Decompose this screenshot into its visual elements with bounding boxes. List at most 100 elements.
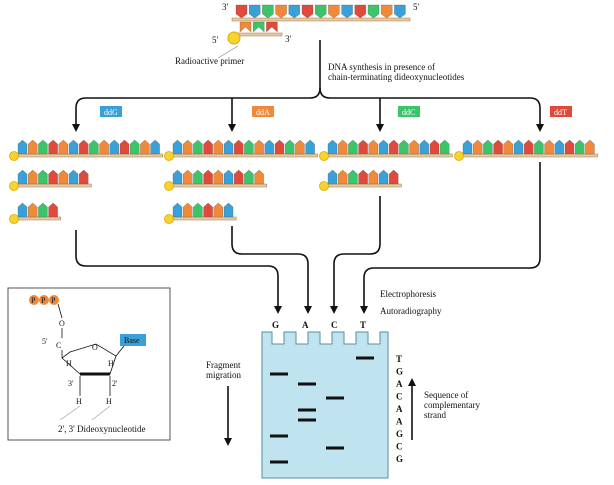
radioactive-star-icon bbox=[164, 151, 174, 161]
inset-ring-o-label: O bbox=[92, 343, 98, 352]
gel-band bbox=[270, 434, 288, 438]
sequence-label-line1: Sequence of bbox=[424, 390, 468, 400]
fragment-strand bbox=[319, 139, 453, 161]
reaction-label-ddt: ddT bbox=[550, 106, 572, 117]
gel-band bbox=[270, 372, 288, 376]
template-base bbox=[394, 4, 406, 19]
fragment-groups bbox=[9, 139, 598, 224]
inset-o-label: O bbox=[59, 319, 65, 328]
svg-text:ddA: ddA bbox=[256, 108, 270, 117]
dideoxynucleotide-inset: P P P O 5' C O Base H H 3' 2' H H 2', 3'… bbox=[7, 287, 171, 441]
primer-label: Radioactive primer bbox=[175, 56, 244, 66]
radioactive-star-icon bbox=[9, 151, 19, 161]
sequence-letter: C bbox=[396, 442, 403, 452]
template-base bbox=[354, 4, 366, 19]
template-base bbox=[367, 4, 380, 19]
lane-label-c: C bbox=[331, 320, 338, 330]
sequence-letter: G bbox=[396, 454, 403, 464]
autoradiography-label: Autoradiography bbox=[380, 306, 442, 316]
svg-text:ddT: ddT bbox=[554, 108, 567, 117]
svg-text:P: P bbox=[51, 296, 56, 305]
sequence-letter: A bbox=[396, 404, 403, 414]
svg-text:P: P bbox=[31, 296, 36, 305]
fragment-strand bbox=[9, 169, 92, 191]
fragment-strand bbox=[9, 202, 62, 224]
fragment-strand bbox=[9, 139, 164, 161]
sequence-letter: G bbox=[396, 429, 403, 439]
synthesis-label-line1: DNA synthesis in presence of bbox=[328, 62, 435, 72]
base-box bbox=[120, 334, 146, 346]
fragment-strand bbox=[319, 169, 402, 191]
inset-3prime-label: 3' bbox=[68, 379, 74, 388]
template-base bbox=[249, 4, 261, 19]
radioactive-star-icon bbox=[319, 181, 329, 191]
sequence-letter: T bbox=[396, 354, 402, 364]
arrow-head-ddc bbox=[376, 124, 384, 132]
gel-band bbox=[326, 446, 344, 450]
triphosphate-icon bbox=[29, 295, 59, 305]
svg-text:ddG: ddG bbox=[104, 108, 118, 117]
template-strand: 3' 5' bbox=[222, 2, 420, 22]
inset-caption: 2', 3' Dideoxynucleotide bbox=[58, 424, 145, 434]
sequence-letter: A bbox=[396, 379, 403, 389]
template-base bbox=[262, 4, 274, 19]
svg-text:P: P bbox=[41, 296, 46, 305]
template-base bbox=[341, 4, 353, 19]
arrow-head-ddg bbox=[72, 124, 80, 132]
arrow-head-dda bbox=[228, 124, 236, 132]
template-base bbox=[381, 4, 393, 19]
gel-band bbox=[298, 382, 316, 386]
radioactive-star-icon bbox=[454, 151, 464, 161]
primer-base bbox=[266, 21, 278, 33]
migration-arrow-icon bbox=[224, 386, 232, 446]
fragment-migration-label-line2: migration bbox=[206, 370, 241, 380]
fragment-migration-label-line1: Fragment bbox=[206, 360, 241, 370]
sequence-arrow-icon bbox=[408, 378, 416, 440]
fragment-strand bbox=[164, 169, 268, 191]
sequence-letter: C bbox=[396, 392, 403, 402]
template-5prime-label: 5' bbox=[413, 2, 420, 12]
radioactive-star-icon bbox=[9, 214, 19, 224]
radioactive-star-icon bbox=[319, 151, 329, 161]
template-base bbox=[288, 4, 300, 19]
lane-label-g: G bbox=[272, 320, 279, 330]
radioactive-star-icon bbox=[164, 181, 174, 191]
sequence-label-line3: strand bbox=[424, 410, 446, 420]
split-arrows bbox=[75, 40, 541, 126]
template-base bbox=[301, 4, 314, 19]
lane-label-t: T bbox=[360, 320, 366, 330]
reaction-label-dda: ddA bbox=[252, 106, 274, 117]
template-base bbox=[275, 4, 287, 19]
svg-text:H: H bbox=[76, 397, 82, 406]
radioactive-star-icon bbox=[227, 31, 241, 45]
template-base bbox=[328, 4, 340, 19]
inset-base-label: Base bbox=[124, 336, 140, 345]
svg-text:ddC: ddC bbox=[402, 108, 415, 117]
reaction-label-ddg: ddG bbox=[100, 106, 122, 117]
reaction-label-ddc: ddC bbox=[398, 106, 420, 117]
inset-c-label: C bbox=[56, 341, 61, 350]
electrophoresis-label: Electrophoresis bbox=[380, 289, 436, 299]
gel-band bbox=[270, 460, 288, 464]
svg-text:H: H bbox=[108, 359, 114, 368]
radioactive-star-icon bbox=[164, 214, 174, 224]
primer-strand: 5' 3' Radioactive primer bbox=[175, 21, 292, 66]
template-base bbox=[315, 4, 327, 19]
gel-band bbox=[298, 418, 316, 422]
template-base bbox=[235, 4, 248, 19]
primer-base bbox=[253, 21, 265, 33]
fragment-strand bbox=[454, 139, 598, 161]
converging-arrows bbox=[75, 162, 541, 308]
lane-label-a: A bbox=[302, 320, 309, 330]
arrow-head-ddt bbox=[536, 124, 544, 132]
primer-5prime-label: 5' bbox=[212, 35, 219, 45]
synthesis-label-line2: chain-terminating dideoxynucleotides bbox=[328, 72, 465, 82]
sequence-letter: G bbox=[396, 367, 403, 377]
fragment-strand bbox=[164, 202, 237, 224]
sequence-letter: A bbox=[396, 417, 403, 427]
inset-5prime-label: 5' bbox=[42, 337, 48, 346]
template-3prime-label: 3' bbox=[222, 2, 229, 12]
gel bbox=[261, 331, 389, 479]
